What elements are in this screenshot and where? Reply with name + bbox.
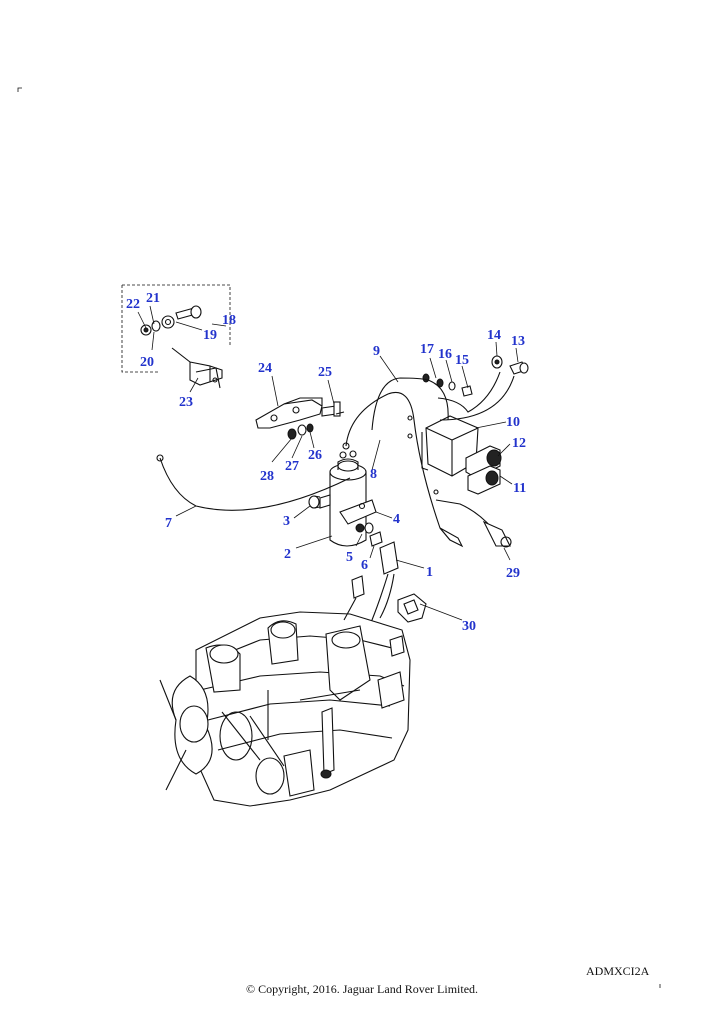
coil-mounting-bracket [255,397,345,440]
callout-21: 21 [146,291,160,306]
callout-2: 2 [284,547,291,562]
callout-17: 17 [420,342,434,357]
callout-23: 23 [179,395,193,410]
callout-19: 19 [203,328,217,343]
callout-9: 9 [373,344,380,359]
bracket-detail-inset [121,284,231,389]
corner-mark [17,87,22,92]
callout-5: 5 [346,550,353,565]
engine-block [159,575,411,807]
unit-fixings [422,355,529,397]
callout-numbers: 1 2 3 4 5 6 7 8 9 10 11 12 13 14 15 16 1… [126,291,526,634]
coil-screw [308,495,321,509]
callout-8: 8 [370,467,377,482]
copyright-notice: © Copyright, 2016. Jaguar Land Rover Lim… [245,982,479,996]
callout-12: 12 [512,436,526,451]
callout-3: 3 [283,514,290,529]
callout-26: 26 [308,448,322,463]
coil-lead [345,392,451,541]
callout-10: 10 [506,415,520,430]
ignition-amplifier-unit [421,415,502,495]
callout-7: 7 [165,516,172,531]
callout-28: 28 [260,469,274,484]
harness-lead [371,377,449,431]
callout-27: 27 [285,459,299,474]
callout-24: 24 [258,361,272,376]
callout-13: 13 [511,334,525,349]
callout-15: 15 [455,353,469,368]
callout-11: 11 [513,481,526,496]
callout-25: 25 [318,365,332,380]
harness-clip [397,593,427,623]
callout-6: 6 [361,558,368,573]
callout-14: 14 [487,328,501,343]
callout-20: 20 [140,355,154,370]
callout-30: 30 [462,619,476,634]
callout-22: 22 [126,297,140,312]
callout-4: 4 [393,512,400,527]
coil-nuts [355,522,383,547]
sensor-lead [435,499,493,529]
callout-16: 16 [438,347,452,362]
callout-18: 18 [222,313,236,328]
callout-29: 29 [506,566,520,581]
hi-tension-lead [159,457,351,511]
callout-1: 1 [426,565,433,580]
leader-lines [137,305,519,621]
drawing-code: ADMXCI2A [586,964,650,978]
